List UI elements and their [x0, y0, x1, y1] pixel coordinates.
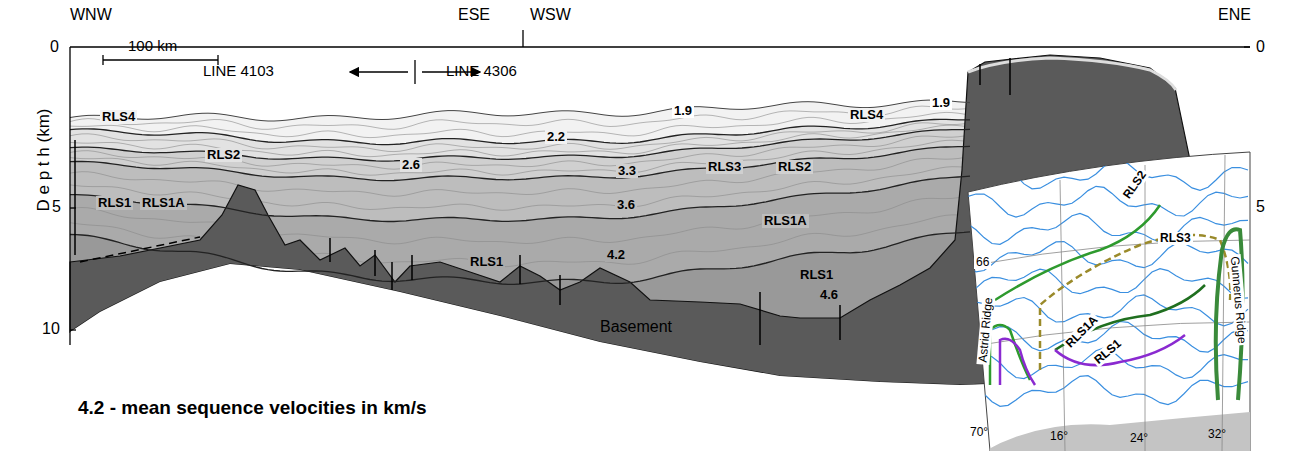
direction-label: ESE	[458, 6, 490, 24]
velocity-label: 4.6	[818, 288, 840, 302]
axis-tick-label: 5	[52, 198, 61, 216]
horizon-line	[70, 232, 970, 284]
horizon-label: RLS1A	[762, 214, 809, 228]
horizon-line	[70, 119, 970, 144]
depth-contour	[960, 159, 1248, 190]
axis-title: D e p t h (km)	[35, 109, 54, 212]
horizon-label: RLS1	[468, 255, 505, 269]
velocity-label: 1.9	[672, 104, 694, 118]
line-name: LINE 4103	[203, 63, 274, 80]
horizon-line	[70, 146, 970, 180]
axis-tick-label: 5	[1256, 198, 1265, 216]
horizon-label: RLS1	[798, 268, 835, 282]
horizon-label: RLS2	[205, 148, 242, 162]
depth-contour	[960, 186, 1248, 217]
fault-lines	[75, 58, 1010, 345]
depth-contour	[960, 242, 1248, 272]
depth-contour	[960, 295, 1248, 326]
velocity-label: 3.6	[615, 198, 637, 212]
axis-tick-label: 0	[1256, 38, 1265, 56]
longitude-label: 24°	[1130, 432, 1148, 445]
basement-label: Basement	[600, 318, 672, 336]
velocity-label: 3.3	[616, 164, 638, 178]
velocity-label: 1.9	[930, 96, 952, 110]
scale-label: 100 km	[128, 38, 177, 55]
map-horizon-label: RLS3	[1158, 232, 1193, 245]
velocity-label: 4.2	[605, 248, 627, 262]
horizon-label: RLS2	[776, 160, 813, 174]
axis-tick-label: 10	[42, 320, 60, 338]
horizon-label: RLS4	[100, 110, 137, 124]
horizon-line	[70, 176, 970, 221]
longitude-label: 32°	[1208, 428, 1226, 441]
horizon-label: RLS1A	[140, 196, 187, 210]
horizon-label: RLS1	[96, 196, 133, 210]
reflector-line	[70, 156, 970, 196]
axis-tick-label: 0	[50, 38, 59, 56]
horizon-label: RLS3	[706, 160, 743, 174]
latitude-label: 70°	[970, 426, 988, 439]
depth-contour	[960, 376, 1248, 407]
longitude-label: 16°	[1050, 430, 1068, 443]
velocity-label: 2.6	[400, 158, 422, 172]
horizon-line	[70, 100, 970, 121]
latitude-label: 66	[974, 256, 991, 269]
horizon-label: RLS4	[848, 108, 885, 122]
reflector-line	[70, 106, 970, 129]
depth-contour	[960, 213, 1248, 244]
direction-label: ENE	[1218, 6, 1251, 24]
direction-label: WSW	[530, 6, 571, 24]
velocity-note: 4.2 - mean sequence velocities in km/s	[78, 398, 427, 419]
velocity-label: 2.2	[545, 130, 567, 144]
line-name: LINE 4306	[446, 63, 517, 80]
direction-label: WNW	[70, 6, 112, 24]
